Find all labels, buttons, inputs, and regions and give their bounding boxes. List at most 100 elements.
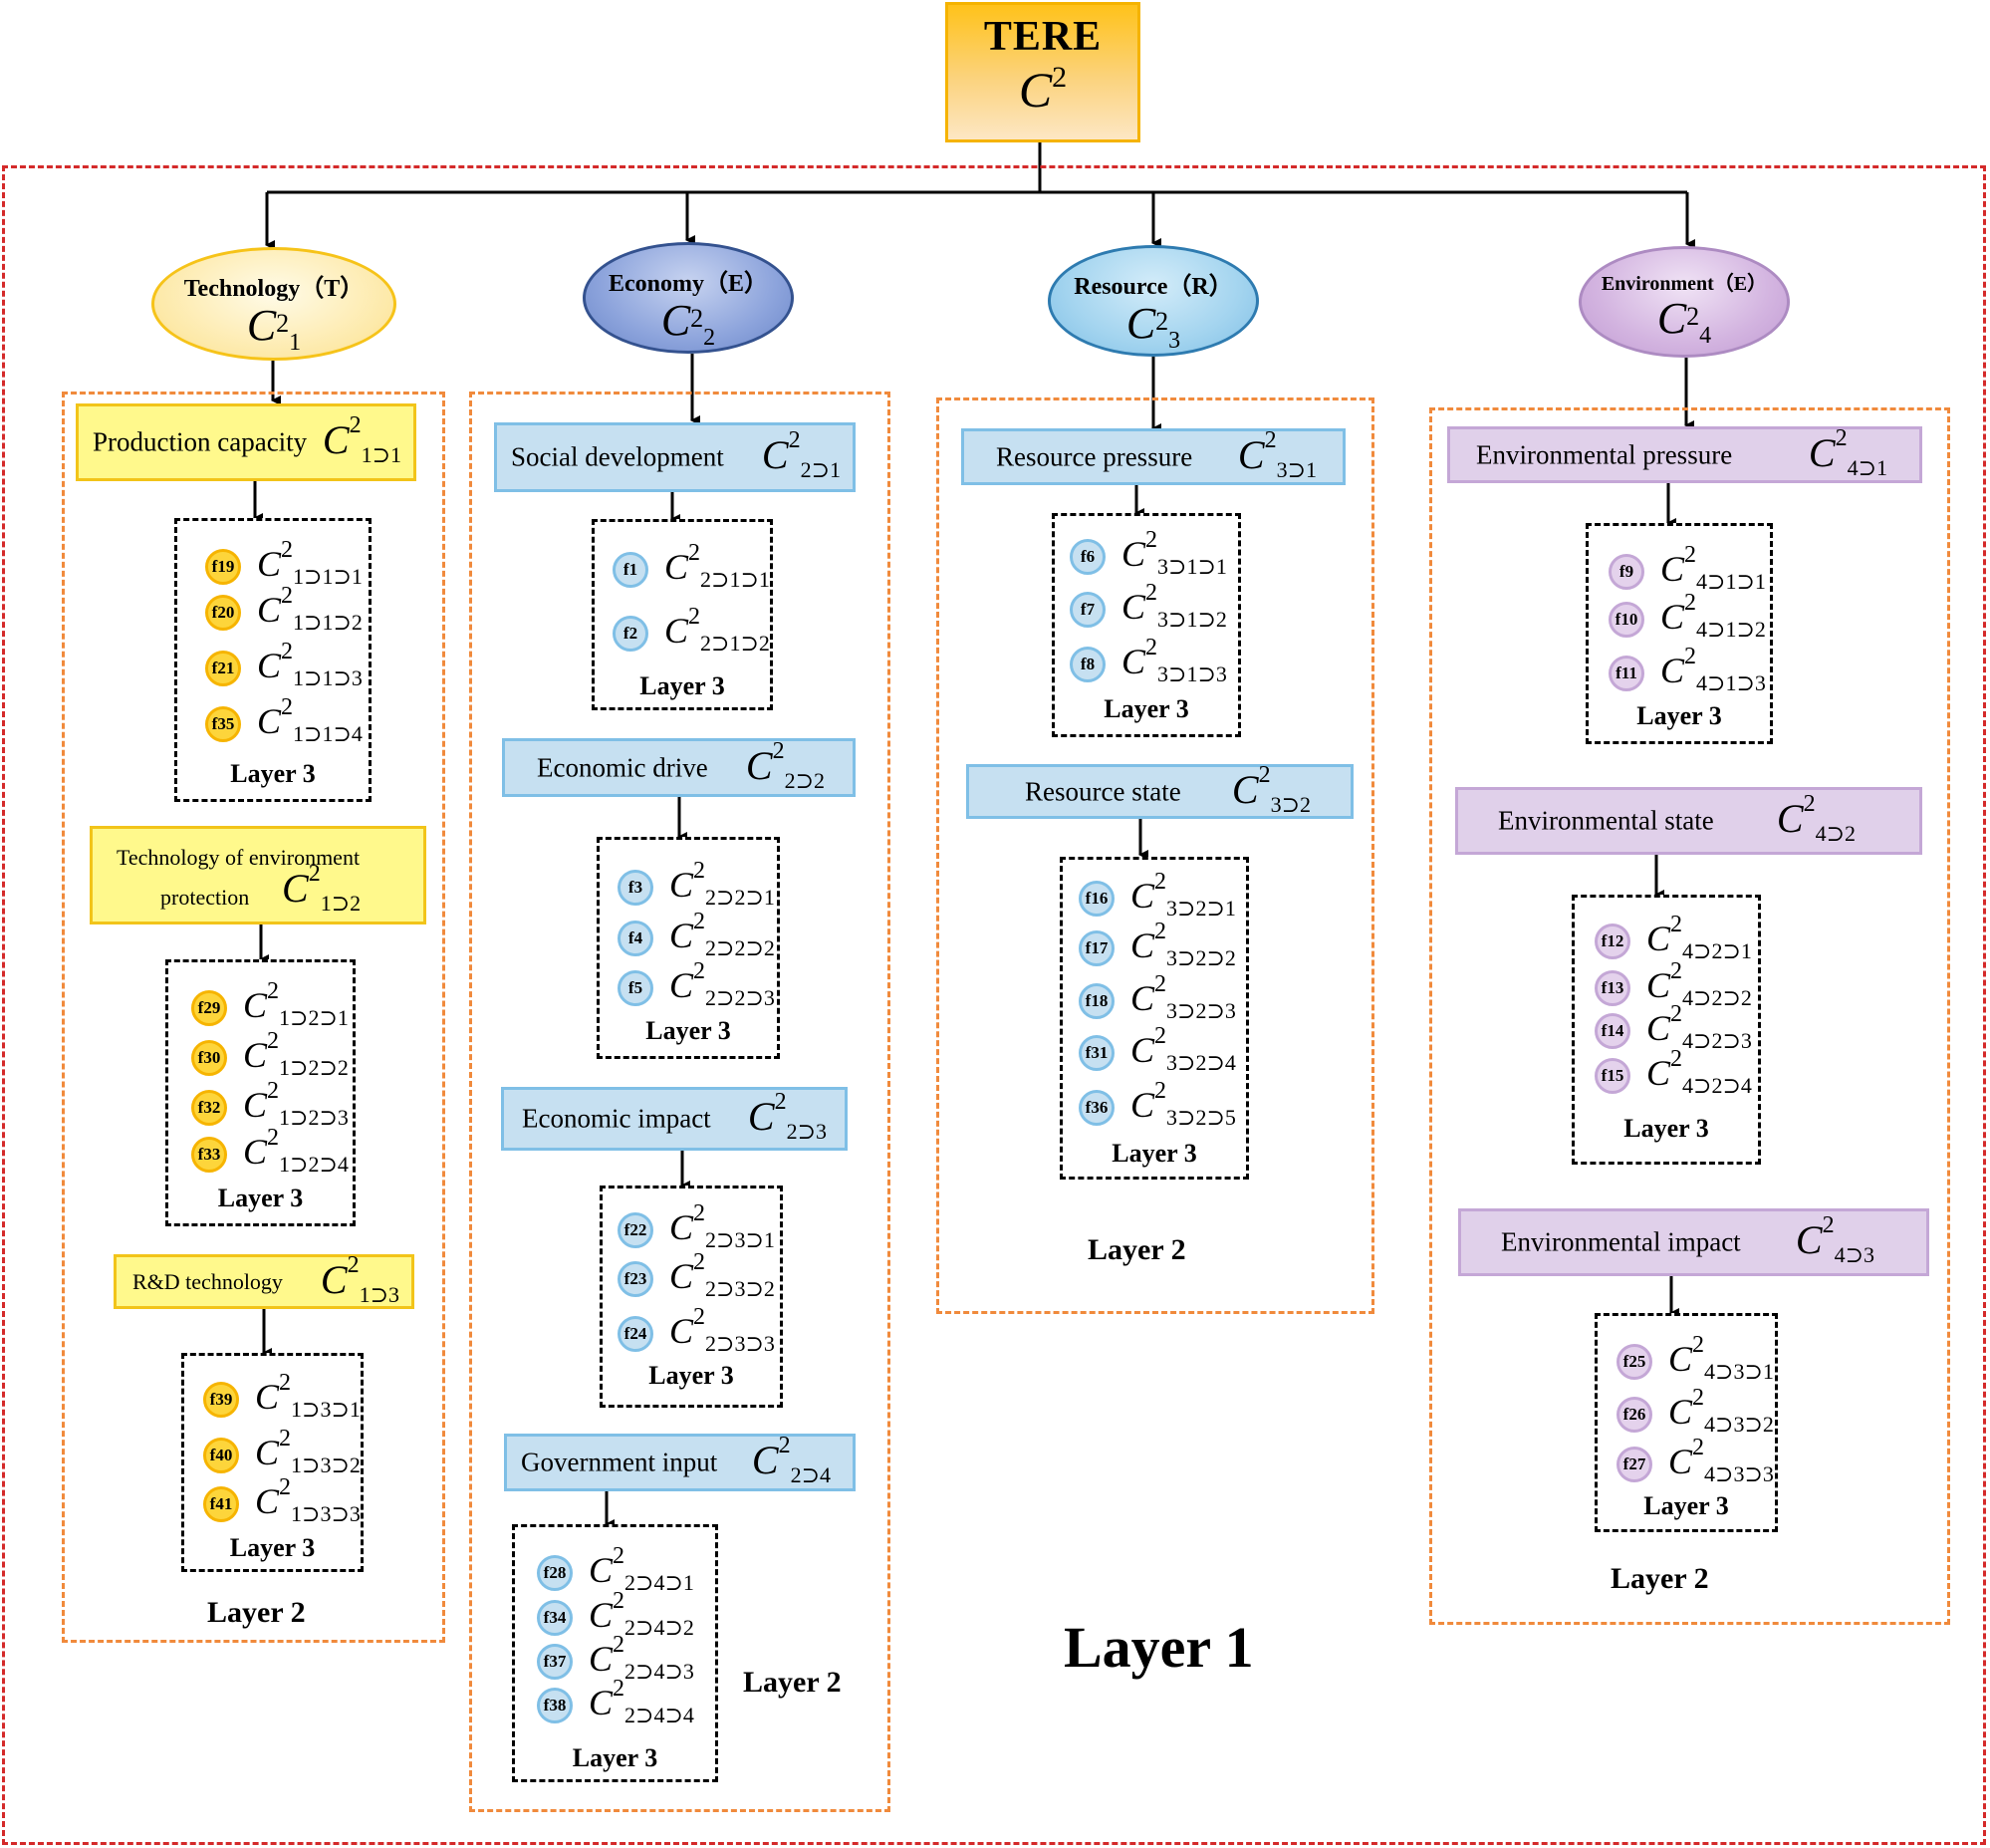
- indicator-code: f29: [191, 989, 227, 1026]
- subcriterion-symbol: C23⊃2: [1231, 761, 1311, 817]
- indicator-code: f35: [205, 705, 241, 742]
- indicator-symbol: C21⊃2⊃3: [243, 1078, 349, 1131]
- indicator-item: f14 C24⊃2⊃3: [1595, 1001, 1752, 1054]
- indicator-code: f21: [205, 650, 241, 686]
- indicator-code: f14: [1595, 1012, 1630, 1049]
- indicator-symbol: C24⊃2⊃3: [1646, 1001, 1752, 1054]
- layer3-label: Layer 3: [648, 1361, 734, 1390]
- subcriterion-economic-impact: Economic impact C22⊃3: [501, 1087, 848, 1151]
- subcriterion-label: Resource state: [1025, 776, 1181, 806]
- subcriterion-symbol: C21⊃2: [282, 861, 362, 916]
- layer2-frame-economy: [469, 392, 890, 1812]
- indicator-code: f3: [618, 869, 653, 906]
- indicator-symbol: C21⊃2⊃1: [243, 978, 349, 1031]
- criterion-name: Resource（R）: [1074, 274, 1233, 300]
- subcriterion-label: Environmental state: [1498, 805, 1714, 836]
- indicator-code: f4: [618, 920, 653, 956]
- indicator-symbol: C22⊃4⊃2: [589, 1588, 694, 1641]
- indicator-item: f10 C24⊃1⊃2: [1609, 590, 1766, 643]
- subcriterion-label: Social development: [511, 441, 724, 472]
- indicator-code: f10: [1609, 601, 1644, 638]
- indicator-symbol: C23⊃2⊃4: [1130, 1023, 1236, 1076]
- criterion-symbol: C22: [660, 296, 716, 351]
- indicator-code: f9: [1609, 553, 1644, 590]
- indicator-symbol: C21⊃3⊃1: [255, 1370, 361, 1423]
- indicator-symbol: C23⊃1⊃1: [1121, 527, 1227, 580]
- indicator-code: f26: [1617, 1396, 1652, 1433]
- layer1-label: Layer 1: [1064, 1615, 1254, 1680]
- subcriterion-symbol: C24⊃2: [1776, 791, 1856, 846]
- indicator-symbol: C23⊃2⊃1: [1130, 869, 1236, 922]
- layer3-label: Layer 3: [1112, 1139, 1197, 1168]
- indicator-symbol: C22⊃4⊃1: [589, 1543, 694, 1596]
- criterion-environment: Environment（E） C24: [1579, 246, 1790, 358]
- subcriterion-government-input: Government input C22⊃4: [504, 1433, 856, 1491]
- subcriterion-rd-technology: R&D technology C21⊃3: [114, 1252, 414, 1309]
- indicator-code: f18: [1079, 982, 1115, 1019]
- indicator-item: f31 C23⊃2⊃4: [1079, 1023, 1236, 1076]
- indicator-code: f20: [205, 594, 241, 631]
- indicator-code: f5: [618, 969, 653, 1006]
- layer3-label: Layer 3: [1623, 1114, 1709, 1143]
- subcriterion-label: Production capacity: [93, 426, 308, 457]
- indicator-symbol: C24⊃2⊃1: [1646, 912, 1752, 964]
- indicator-code: f34: [537, 1599, 573, 1636]
- subcriterion-environmental-pressure: Environmental pressure C24⊃1: [1447, 425, 1922, 483]
- layer3-label: Layer 3: [645, 1016, 731, 1045]
- subcriterion-label: Environmental impact: [1501, 1226, 1741, 1257]
- indicator-symbol: C24⊃1⊃3: [1660, 644, 1766, 696]
- subcriterion-technology-of-environment-protection: Technology of environment protection C21…: [90, 826, 426, 924]
- indicator-symbol: C21⊃1⊃2: [257, 583, 363, 636]
- indicator-code: f11: [1609, 655, 1644, 691]
- subcriterion-label: Resource pressure: [996, 441, 1193, 471]
- criterion-name: Environment（E）: [1601, 273, 1768, 295]
- criterion-name: Economy（E）: [608, 271, 768, 297]
- layer3-label: Layer 3: [217, 1184, 304, 1212]
- indicator-code: f30: [191, 1039, 227, 1076]
- subcriterion-symbol: C22⊃2: [745, 737, 825, 793]
- subcriterion-label-line2: protection: [160, 885, 250, 910]
- subcriterion-label: Environmental pressure: [1476, 439, 1733, 469]
- indicator-symbol: C24⊃1⊃2: [1660, 590, 1766, 643]
- indicator-item: f34 C22⊃4⊃2: [537, 1588, 694, 1641]
- indicator-symbol: C21⊃1⊃3: [257, 639, 363, 691]
- indicator-symbol: C24⊃2⊃4: [1646, 1046, 1752, 1099]
- indicator-symbol: C21⊃2⊃2: [243, 1028, 349, 1081]
- layer2-frame-environment: [1429, 407, 1950, 1625]
- layer1-frame: [2, 165, 1986, 1845]
- indicator-code: f38: [537, 1687, 573, 1723]
- indicator-code: f15: [1595, 1057, 1630, 1094]
- indicator-symbol: C24⊃2⊃2: [1646, 958, 1752, 1011]
- indicator-code: f31: [1079, 1034, 1115, 1071]
- criterion-resource: Resource（R） C23: [1048, 245, 1259, 357]
- indicator-code: f19: [205, 548, 241, 585]
- indicator-code: f16: [1079, 880, 1115, 917]
- indicator-item: f30 C21⊃2⊃2: [191, 1028, 349, 1081]
- subcriterion-social-development: Social development C22⊃1: [494, 422, 856, 492]
- layer3-label: Layer 3: [1643, 1491, 1729, 1520]
